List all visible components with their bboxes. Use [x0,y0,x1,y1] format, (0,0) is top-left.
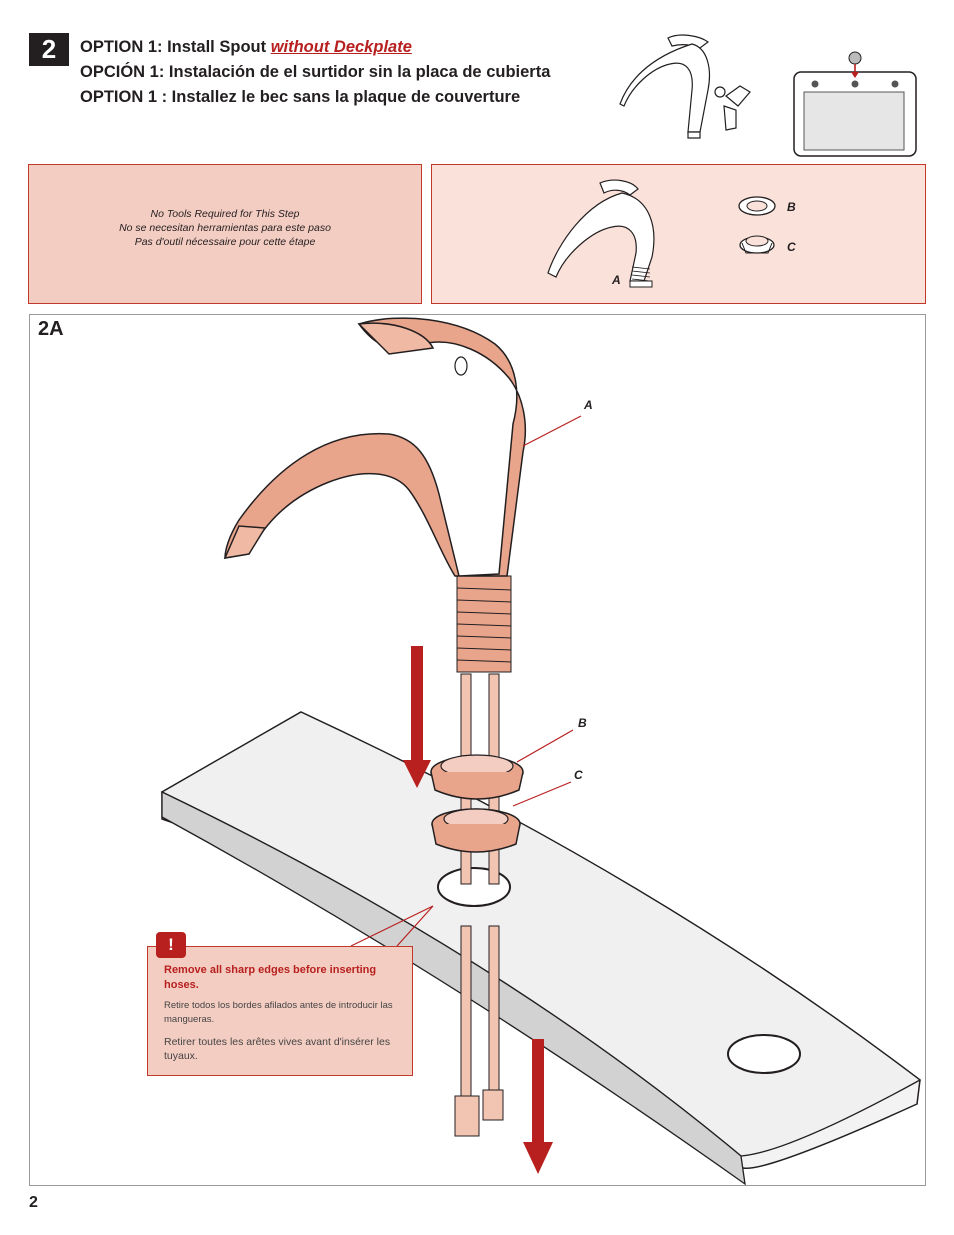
title-english-prefix: OPTION 1: Install Spout [80,38,271,56]
hoses-down-arrow [523,1039,553,1174]
warning-text-french: Retirer toutes les arêtes vives avant d'… [164,1036,391,1062]
mounting-nut-c [431,808,521,853]
title-spanish: OPCIÓN 1: Instalación de el surtidor sin… [80,63,551,81]
washer-b [430,754,524,800]
parts-panel: A B C [431,164,926,304]
faucet-shank [456,575,512,673]
step-2a-panel [29,314,926,1186]
tools-text-french: Pas d'outil nécessaire pour cette étape [134,236,316,248]
tools-required-panel: No Tools Required for This Step No se ne… [28,164,422,304]
title-french: OPTION 1 : Installez le bec sans la plaq… [80,88,521,106]
panel-label-2a: 2A [38,318,64,340]
part-a-threads [631,266,651,282]
title-english-emphasis: without Deckplate [270,38,412,56]
diagram-label-b: B [578,716,587,730]
diagram-label-c: C [574,768,583,782]
faucet-lever-detail [454,356,468,376]
tools-text-spanish: No se necesitan herramientas para este p… [119,222,331,234]
warning-exclamation-icon: ! [156,932,186,958]
warning-callout [147,946,413,1076]
tools-required-text: No Tools Required for This Step No se ne… [29,207,421,249]
warning-text-spanish: Retire todos los bordes afilados antes d… [164,1000,393,1025]
part-label-c: C [787,240,796,254]
insert-down-arrow [403,646,431,788]
page-number: 2 [29,1194,38,1211]
diagram-label-a: A [584,398,593,412]
parts-illustration [547,179,776,288]
faucet-body [223,317,527,577]
warning-text-english: Remove all sharp edges before inserting … [164,964,377,991]
tools-text-english: No Tools Required for This Step [150,208,300,220]
installation-diagram [160,317,922,1186]
step-number-badge: 2 [29,33,69,66]
title-english: OPTION 1: Install Spout without Deckplat… [80,38,412,57]
faucet-overview-illustration [619,34,917,157]
part-label-a: A [612,273,621,287]
part-label-b: B [787,200,796,214]
callout-lines [350,415,582,947]
